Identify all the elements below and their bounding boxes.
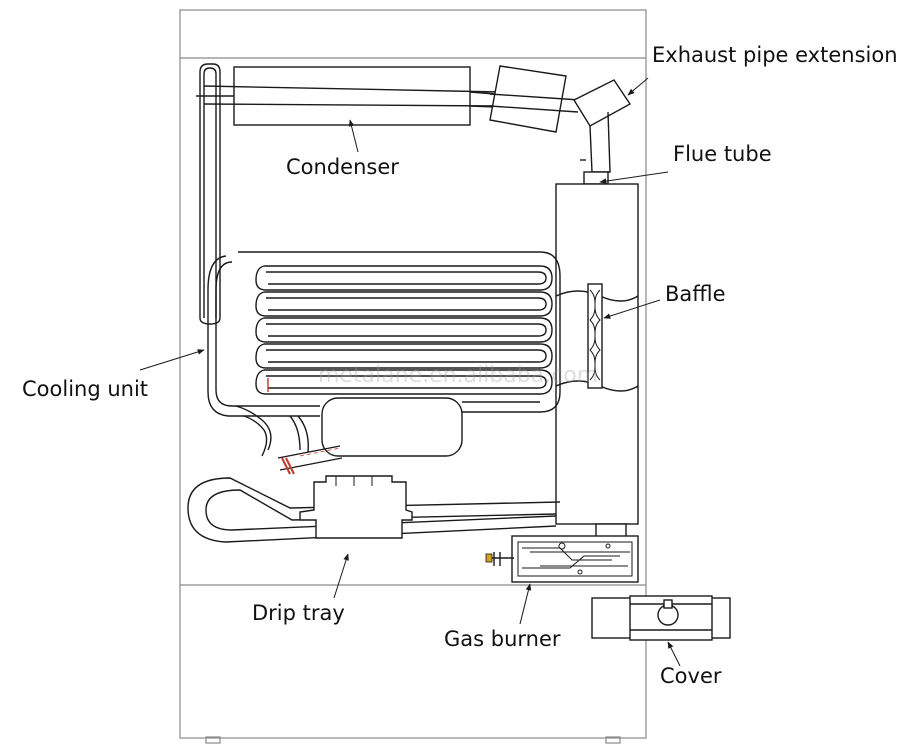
label-cooling-unit: Cooling unit	[22, 377, 149, 401]
label-cover: Cover	[660, 664, 722, 688]
cover	[591, 595, 731, 641]
label-drip-tray: Drip tray	[252, 601, 345, 625]
label-baffle: Baffle	[665, 282, 726, 306]
lower-loop	[187, 445, 561, 543]
exhaust-pipe-extension	[573, 79, 632, 185]
drip-tray	[299, 475, 413, 539]
exhaust-box	[489, 65, 581, 133]
evaporator-coils	[255, 265, 553, 395]
return-pipe	[196, 63, 240, 325]
label-flue-tube: Flue tube	[673, 142, 772, 166]
leader-lines	[139, 77, 681, 667]
baffle	[587, 283, 603, 389]
absorber-vessel	[321, 397, 463, 457]
condenser	[203, 66, 521, 126]
watermark: metalane.en.alibaba.com	[318, 363, 599, 388]
cabinet	[179, 9, 647, 744]
label-exhaust-pipe-extension: Exhaust pipe extension	[652, 43, 898, 67]
gas-burner	[485, 535, 639, 583]
cooling-unit	[207, 251, 561, 457]
label-condenser: Condenser	[286, 155, 399, 179]
label-gas-burner: Gas burner	[444, 627, 561, 651]
